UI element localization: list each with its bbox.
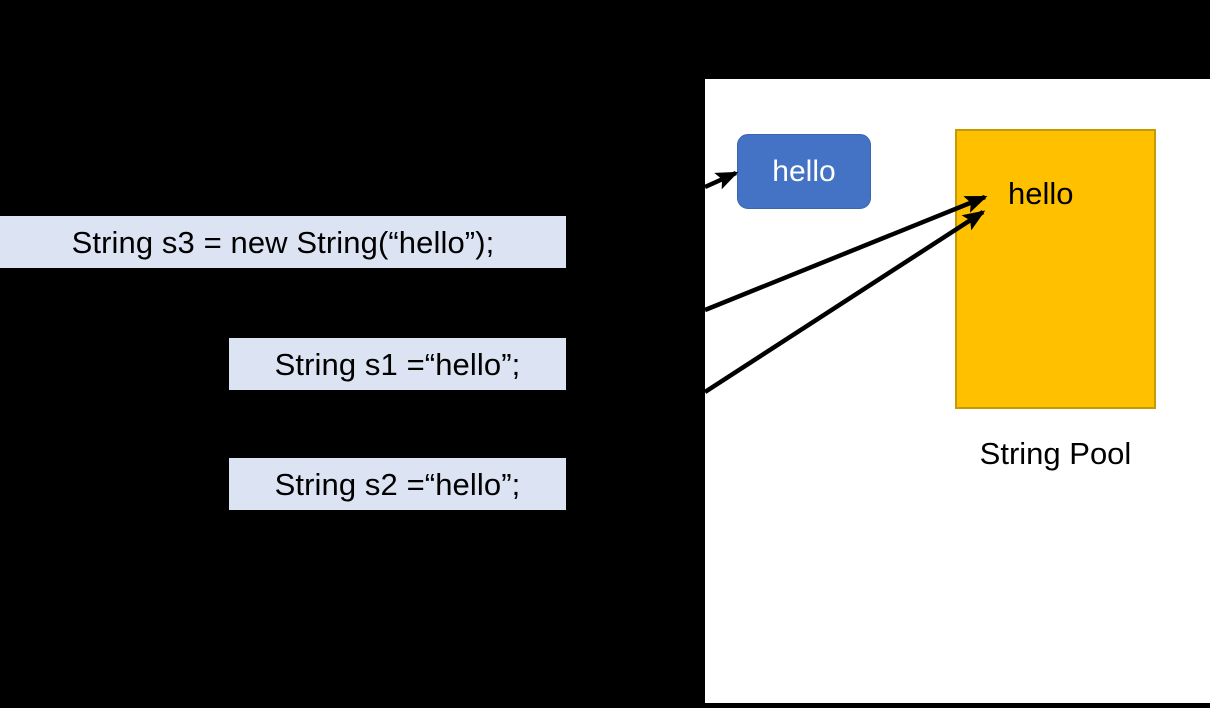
code-statement-s2: String s2 =“hello”; — [229, 458, 566, 510]
code-statement-s1-text: String s1 =“hello”; — [274, 346, 521, 382]
code-statement-s1: String s1 =“hello”; — [229, 338, 566, 390]
code-statement-s3-text: String s3 = new String(“hello”); — [71, 224, 495, 260]
string-pool-caption: String Pool — [979, 436, 1132, 471]
code-statement-s3: String s3 = new String(“hello”); — [0, 216, 566, 268]
heap-object-label: hello — [772, 154, 836, 188]
heap-object-box: hello — [737, 134, 871, 209]
string-pool-value: hello — [1008, 176, 1074, 211]
code-statement-s2-text: String s2 =“hello”; — [274, 466, 521, 502]
string-pool-box — [955, 129, 1156, 409]
